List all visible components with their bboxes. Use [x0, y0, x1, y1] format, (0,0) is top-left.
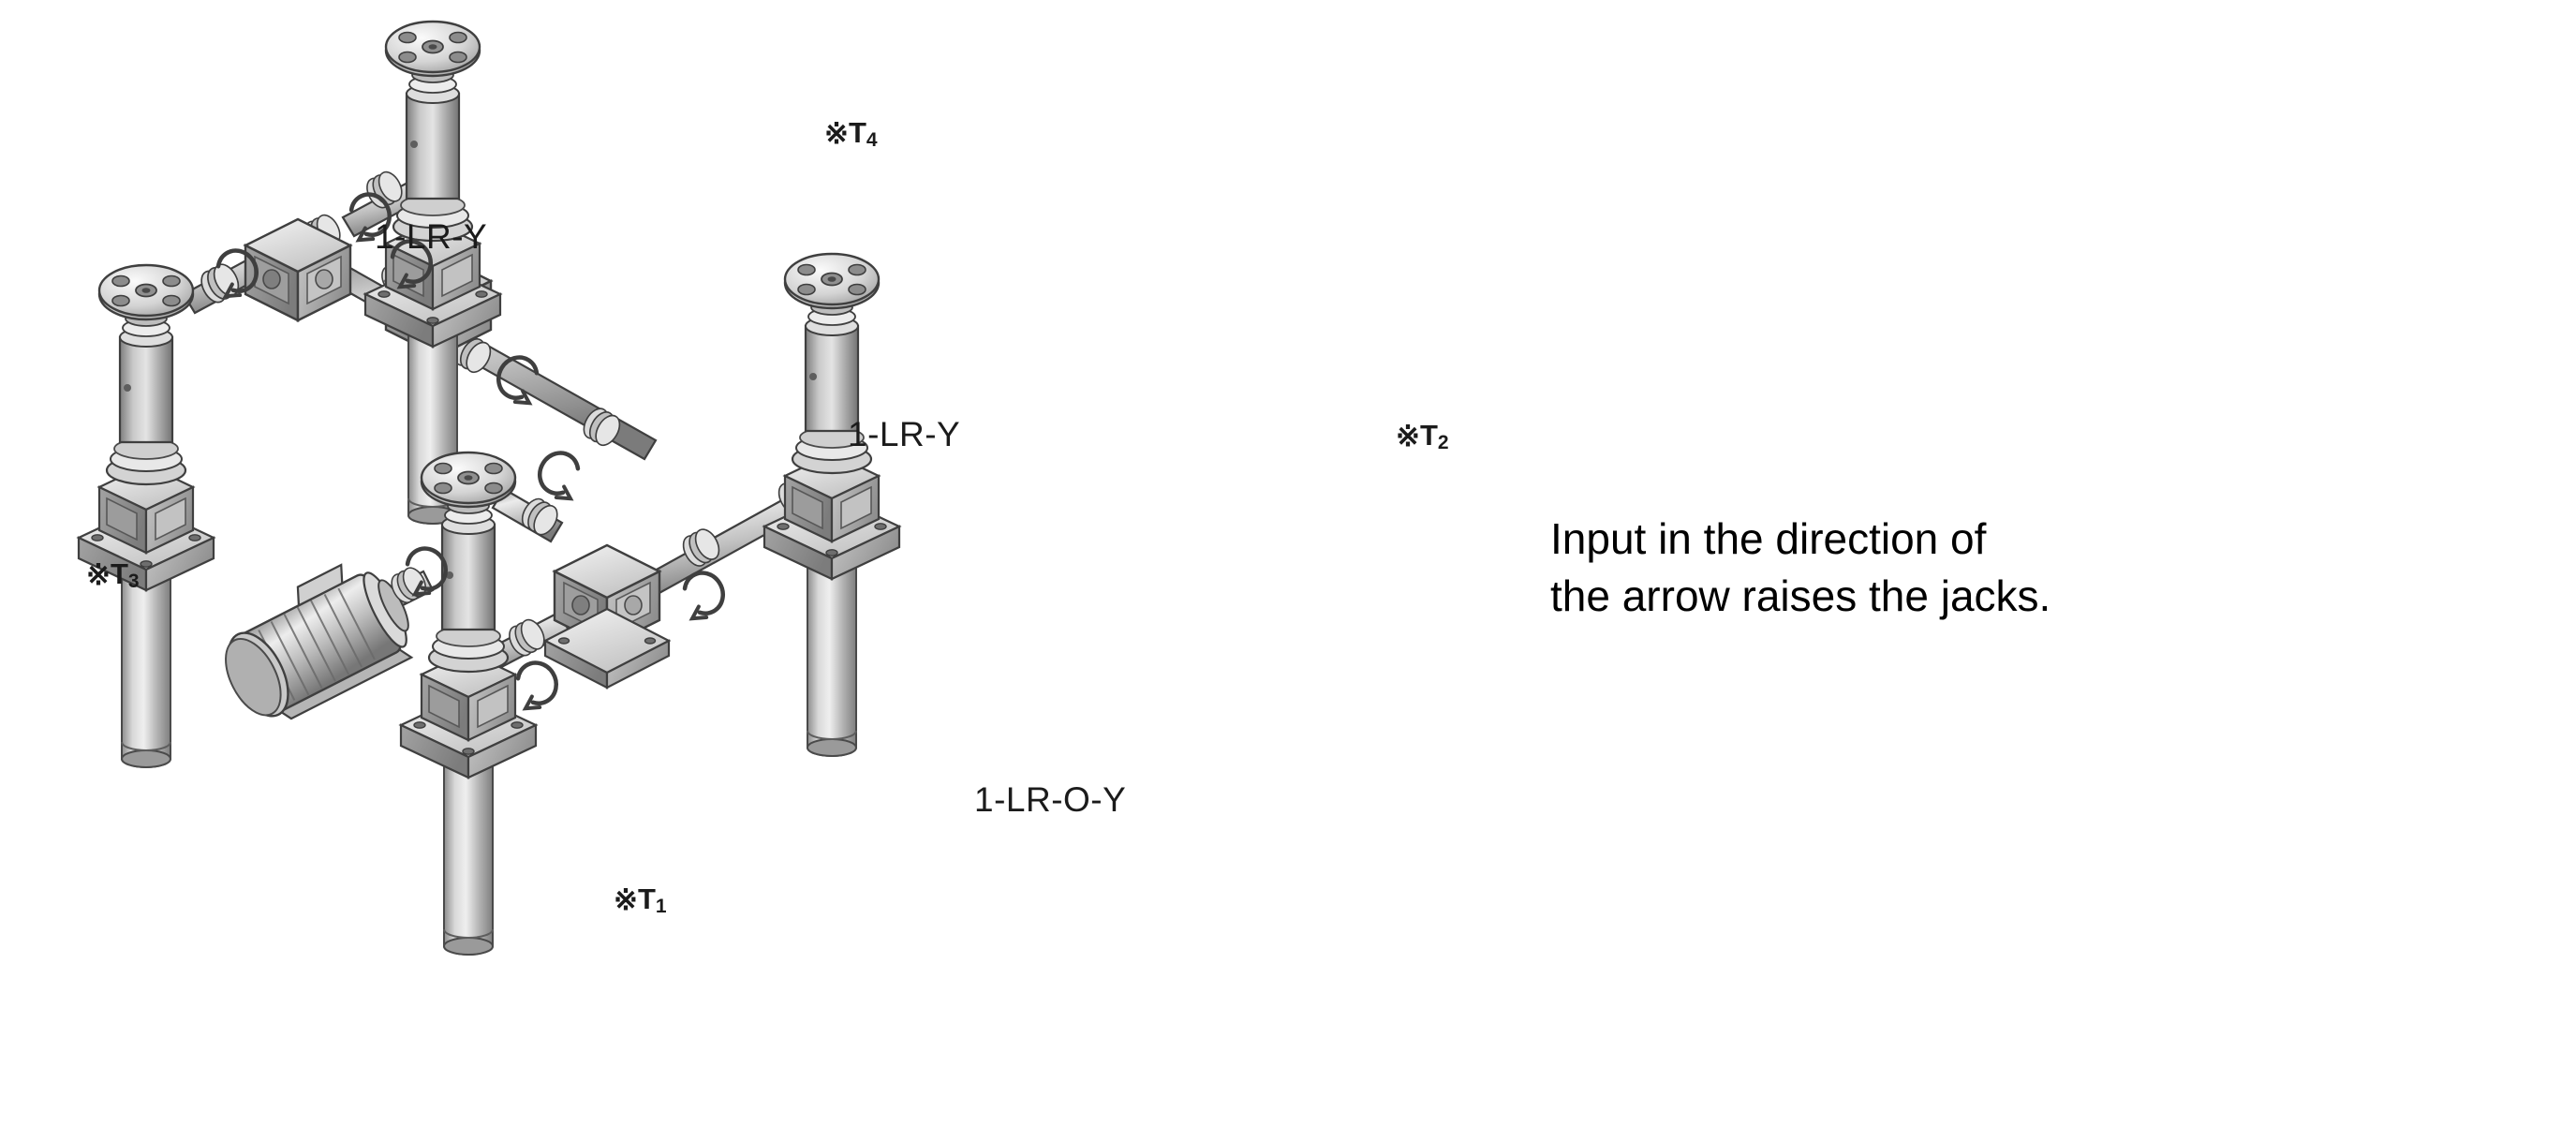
bevel-gearbox-lower-right: [542, 543, 672, 690]
rotation-direction-arrows: [215, 192, 725, 711]
jack-label-T1: ※T1: [614, 882, 667, 917]
model-label-gearbox-lower-right: 1-LR-O-Y: [974, 780, 1127, 819]
jack-unit-T4: [363, 20, 502, 526]
jack-unit-T2: [762, 252, 901, 758]
model-label-gearbox-upper-left: 1-LR-Y: [375, 217, 488, 256]
jack-label-T1-base: T: [637, 882, 656, 915]
caption-line-2: the arrow raises the jacks.: [1550, 571, 2051, 620]
jack-label-T1-sub: 1: [655, 896, 667, 917]
jack-label-T3-sub: 3: [127, 571, 140, 592]
reference-mark-icon: ※: [824, 117, 849, 150]
jack-label-T2-sub: 2: [1437, 432, 1449, 453]
screw-jack-system-illustration: [77, 20, 901, 956]
caption-block: Input in the direction of the arrow rais…: [1550, 511, 2050, 624]
reference-mark-icon: ※: [1396, 420, 1420, 452]
jack-label-T4: ※T4: [824, 116, 878, 151]
jack-label-T3: ※T3: [86, 557, 140, 592]
jack-label-T4-base: T: [848, 116, 866, 149]
reference-mark-icon: ※: [86, 558, 111, 591]
reference-mark-icon: ※: [614, 883, 638, 916]
jack-unit-T1: [399, 451, 538, 956]
jack-label-T4-sub: 4: [866, 129, 878, 151]
electric-motor: [225, 563, 414, 720]
model-label-gearbox-center: 1-LR-Y: [848, 415, 961, 453]
jack-label-T3-base: T: [110, 557, 128, 590]
jack-label-T2-base: T: [1419, 419, 1438, 452]
caption-line-1: Input in the direction of: [1550, 514, 1987, 563]
jack-label-T2: ※T2: [1396, 419, 1449, 453]
jack-unit-T3: [77, 263, 215, 769]
